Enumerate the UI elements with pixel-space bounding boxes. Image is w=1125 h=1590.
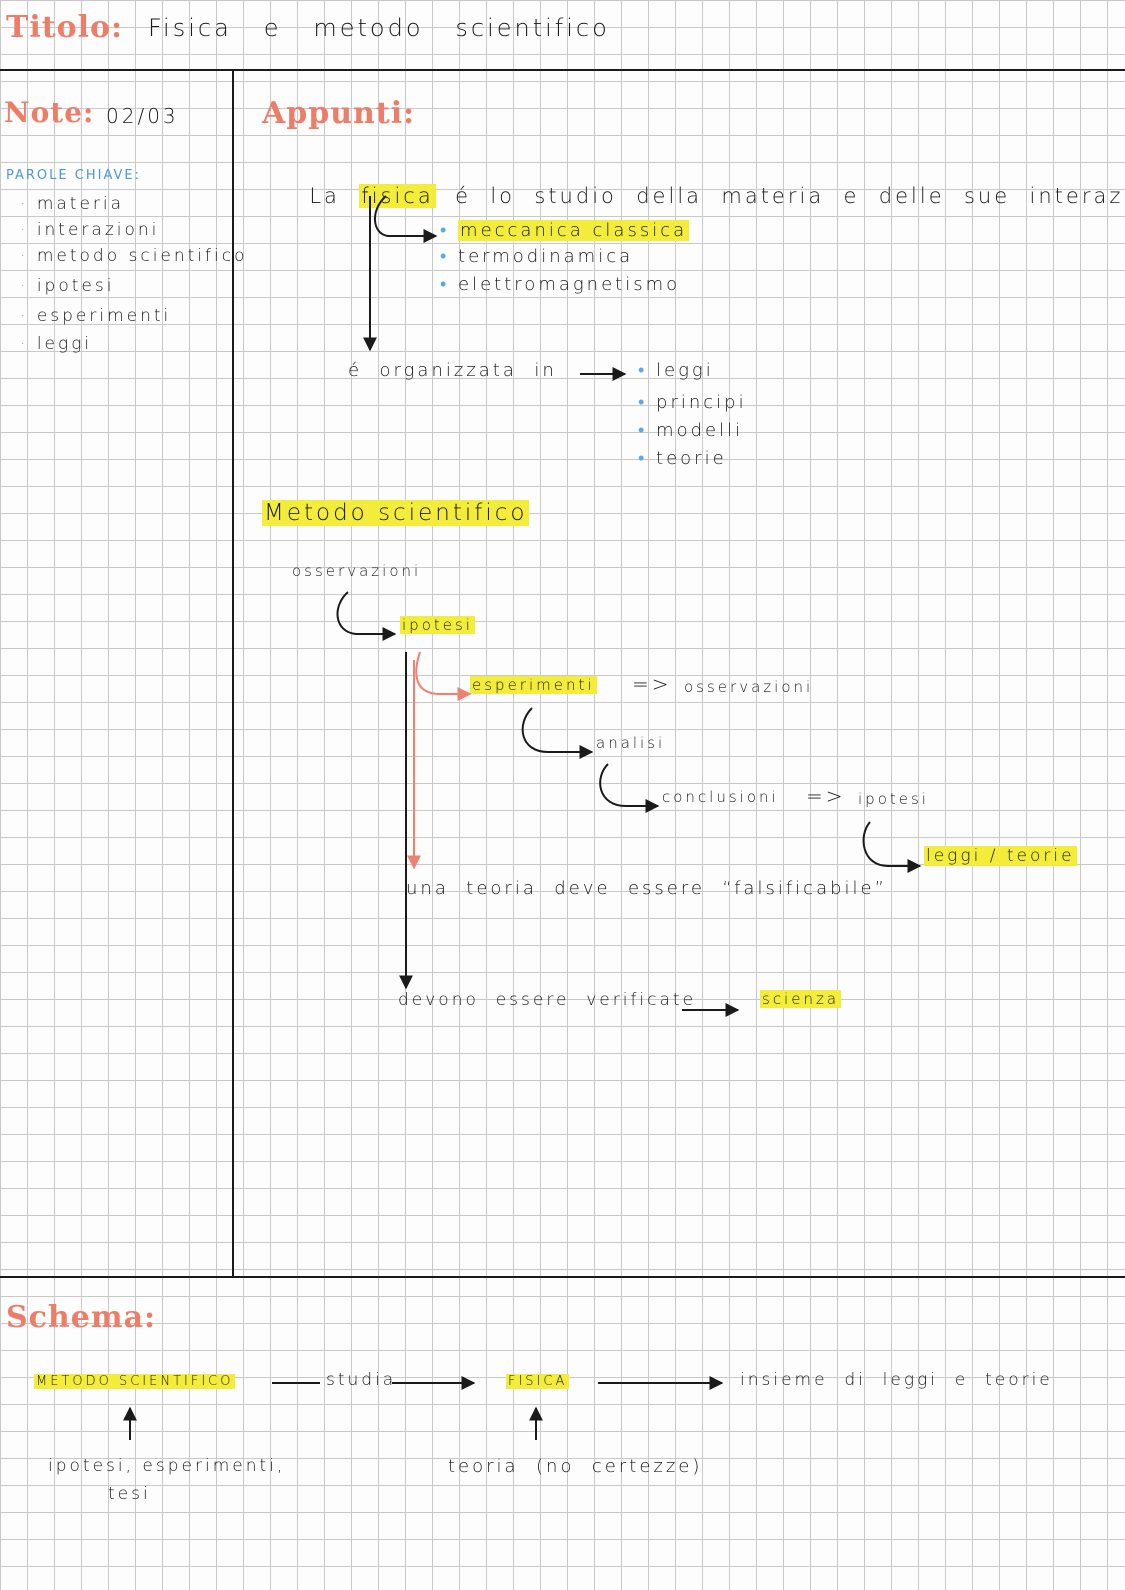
flow-implies-1: => xyxy=(632,672,672,696)
schema-sub-left-2: tesi xyxy=(108,1484,151,1504)
list-item: · leggi xyxy=(20,334,93,354)
note-date: 02/03 xyxy=(106,104,179,128)
flow-osservazioni-2: osservazioni xyxy=(684,678,814,696)
flow-scienza: scienza xyxy=(760,990,842,1008)
flow-leggi-teorie: leggi / teorie xyxy=(924,846,1077,866)
keyword-fisica: fisica xyxy=(359,184,436,208)
intro-sentence: La fisica é lo studio della materia e de… xyxy=(290,160,1125,208)
flow-implies-2: => xyxy=(806,784,846,808)
schema-fisica: FISICA xyxy=(506,1374,570,1389)
organized-text: é organizzata in xyxy=(348,360,557,381)
column-divider xyxy=(232,70,234,1277)
schema-sub-right: teoria (no certezze) xyxy=(448,1456,703,1477)
flow-ipotesi-2: ipotesi xyxy=(858,790,929,808)
schema-metodo: METODO SCIENTIFICO xyxy=(34,1374,236,1389)
organized-item: • principi xyxy=(638,392,747,413)
branch-item: • meccanica classica xyxy=(440,220,690,241)
arrow-ipotesi-leggi xyxy=(862,821,922,873)
organized-item: • modelli xyxy=(638,420,744,441)
arrow-analisi-concl xyxy=(599,763,660,813)
schema-studia: studia xyxy=(326,1370,397,1390)
list-item: · interazioni xyxy=(20,220,160,240)
intro-prefix: La xyxy=(309,184,340,208)
note-label: Note: xyxy=(4,96,95,129)
arrow-esp-analisi xyxy=(521,707,594,759)
page-title: Fisica e metodo scientifico xyxy=(148,14,610,42)
keywords-title: PAROLE CHIAVE: xyxy=(6,168,141,183)
schema-divider xyxy=(0,1276,1125,1278)
schema-label: Schema: xyxy=(6,1300,157,1335)
flow-analisi: analisi xyxy=(596,734,666,752)
method-title: Metodo scientifico xyxy=(262,500,530,526)
arrow-oss-ipotesi xyxy=(336,591,397,641)
flow-ipotesi: ipotesi xyxy=(400,616,475,634)
appunti-label: Appunti: xyxy=(262,96,416,131)
list-item: · ipotesi xyxy=(20,276,115,296)
list-item: · metodo scientifico xyxy=(20,246,248,266)
list-item: · esperimenti xyxy=(20,306,172,326)
flow-esperimenti: esperimenti xyxy=(470,676,597,694)
flow-falsificabile: una teoria deve essere “falsificabile” xyxy=(406,878,887,899)
list-item: · materia xyxy=(20,194,125,214)
branch-item: • elettromagnetismo xyxy=(440,274,681,295)
flow-osservazioni: osservazioni xyxy=(292,562,422,580)
organized-item: • teorie xyxy=(638,448,727,469)
header-divider xyxy=(0,69,1125,71)
flow-conclusioni: conclusioni xyxy=(662,788,779,806)
title-label: Titolo: xyxy=(6,10,124,45)
organized-item: • leggi xyxy=(638,360,714,381)
intro-rest: é lo studio della materia e delle sue in… xyxy=(455,184,1125,208)
branch-item: • termodinamica xyxy=(440,246,634,267)
arrow-ipotesi-esp xyxy=(415,651,472,701)
schema-sub-left-1: ipotesi, esperimenti, xyxy=(48,1456,286,1476)
schema-insieme: insieme di leggi e teorie xyxy=(740,1370,1053,1390)
flow-verificate: devono essere verificate xyxy=(398,990,697,1010)
